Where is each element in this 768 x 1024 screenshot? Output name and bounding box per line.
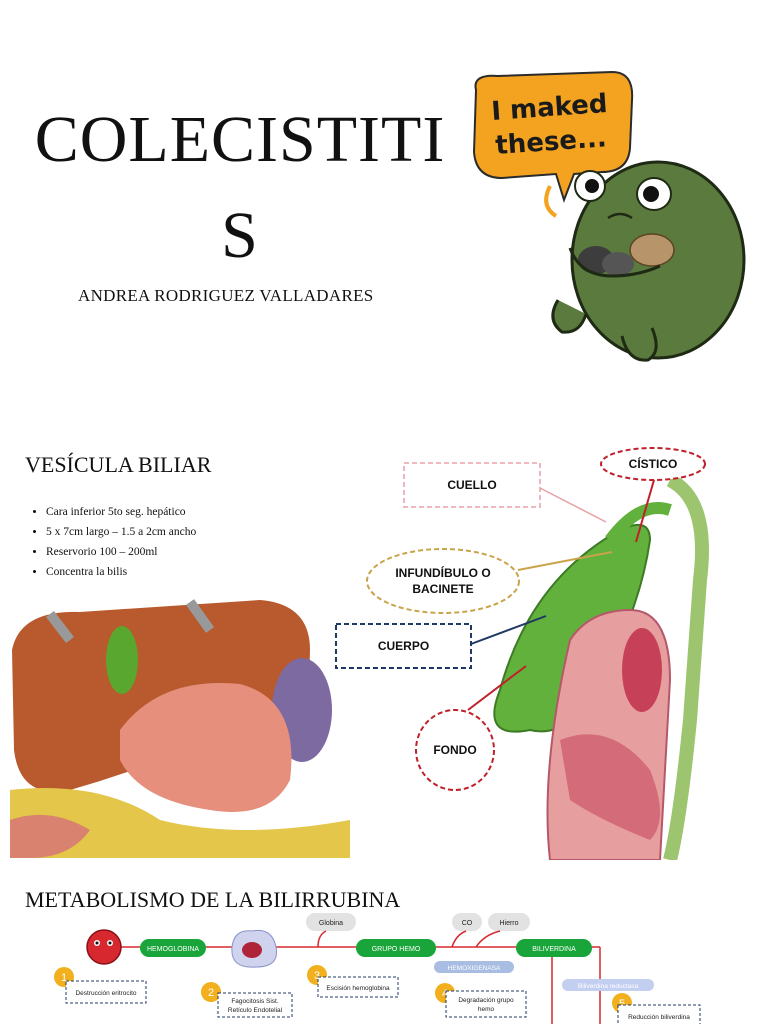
step-5-box [617, 1004, 701, 1024]
speech-bubble [472, 70, 634, 204]
arms [568, 247, 661, 278]
step-1-text: Destrucción eritrocito [75, 990, 136, 997]
presentation-title: COLECISTITIS [34, 103, 446, 272]
enzyme-biliverdina-reductasa-text: Biliverdina reductasa [578, 983, 639, 990]
arrow-globina [317, 930, 327, 948]
node-globina [306, 913, 356, 931]
step-2-box [217, 992, 293, 1018]
slide-title: COLECISTITIS ANDREA RODRIGUEZ VALLADARES… [0, 0, 768, 400]
step-2-text-line1: Fagocitosis Sist. [231, 998, 279, 1005]
label-cuello: CUELLO [447, 478, 497, 492]
step-2-number: 2 [208, 987, 214, 999]
node-globina-text: Globina [319, 920, 343, 927]
node-co [452, 913, 482, 931]
bilirubin-flow-diagram: HEMOGLOBINA GRUPO HEMO BILIVERDINA Globi… [54, 913, 701, 1024]
enzyme-biliverdina-reductasa [562, 979, 654, 991]
arrow-hierro [475, 930, 501, 948]
node-hemoglobina-text: HEMOGLOBINA [147, 946, 199, 953]
bile-duct [663, 473, 709, 860]
label-infundibulo: INFUNDÍBULO O BACINETE [395, 566, 491, 596]
node-grupo-hemo-text: GRUPO HEMO [372, 946, 421, 953]
step-1-number: 1 [61, 972, 67, 984]
bubble-curl [544, 185, 558, 218]
bullet-item: Reservorio 100 – 200ml [46, 542, 196, 562]
node-biliverdina [516, 939, 592, 957]
bullet-item: Cara inferior 5to seg. hepático [46, 502, 196, 522]
step-4-text-line1: Degradación grupo [458, 997, 514, 1004]
left-pupil [585, 179, 599, 193]
step-4-box [445, 990, 527, 1018]
step-3-box [317, 976, 399, 998]
bullet-item: Concentra la bilis [46, 562, 196, 582]
step-3-number: 3 [314, 970, 320, 982]
node-grupo-hemo [356, 939, 436, 957]
omentum [10, 788, 350, 858]
retractors [46, 599, 215, 644]
gallbladder-cartoon-illustration: I maked these... [472, 70, 746, 362]
label-cuerpo: CUERPO [377, 639, 430, 653]
slide-bilirubin-metabolism: METABOLISMO DE LA BILIRRUBINA HEMOGLOBIN… [0, 865, 768, 1024]
slide-gallbladder-anatomy: VESÍCULA BILIAR Cara inferior 5to seg. h… [0, 410, 768, 860]
step-1-box [65, 980, 147, 1004]
liver-stomach-illustration [10, 599, 350, 858]
node-hemoglobina [140, 939, 206, 957]
node-hierro [488, 913, 530, 931]
colon [10, 814, 90, 858]
node-co-text: CO [462, 920, 473, 927]
step-2-marker [201, 982, 221, 1002]
arrow-co [451, 930, 467, 948]
macrophage-icon [231, 929, 278, 968]
section-title: METABOLISMO DE LA BILIRRUBINA [25, 887, 401, 912]
step-4-number: 4 [442, 988, 448, 1000]
bullet-item: 5 x 7cm largo – 1.5 a 2cm ancho [46, 522, 196, 542]
gallbladder [106, 626, 138, 694]
node-biliverdina-text: BILIVERDINA [532, 946, 576, 953]
step-5-text: Reducción biliverdina [628, 1014, 690, 1021]
step-4-text-line2: hemo [478, 1006, 495, 1013]
stomach [120, 682, 292, 812]
step-2-text-line2: Retículo Endotelial [228, 1007, 283, 1014]
label-fondo: FONDO [433, 743, 477, 757]
mouth [607, 212, 633, 220]
right-leg [620, 327, 658, 362]
enzyme-hemoxigenasa-text: HEMOXIGENASA [448, 965, 501, 972]
stone-2 [602, 252, 634, 276]
enzyme-hemoxigenasa [434, 961, 514, 973]
section-title: VESÍCULA BILIAR [25, 452, 212, 477]
bullet-list: Cara inferior 5to seg. hepático 5 x 7cm … [32, 502, 196, 582]
node-hierro-text: Hierro [499, 920, 518, 927]
stone-3 [629, 233, 675, 267]
duodenum-folds [560, 734, 660, 840]
label-cistico: CÍSTICO [628, 457, 678, 471]
red-blood-cell-icon [86, 929, 122, 965]
right-pupil [643, 186, 659, 202]
step-5-number: 5 [619, 998, 625, 1010]
duodenum-lumen [622, 628, 662, 712]
gallbladder-detail-illustration [493, 473, 709, 860]
left-leg [551, 299, 588, 334]
author-name: ANDREA RODRIGUEZ VALLADARES [78, 286, 374, 305]
step-3-text: Escisión hemoglobina [326, 985, 390, 992]
